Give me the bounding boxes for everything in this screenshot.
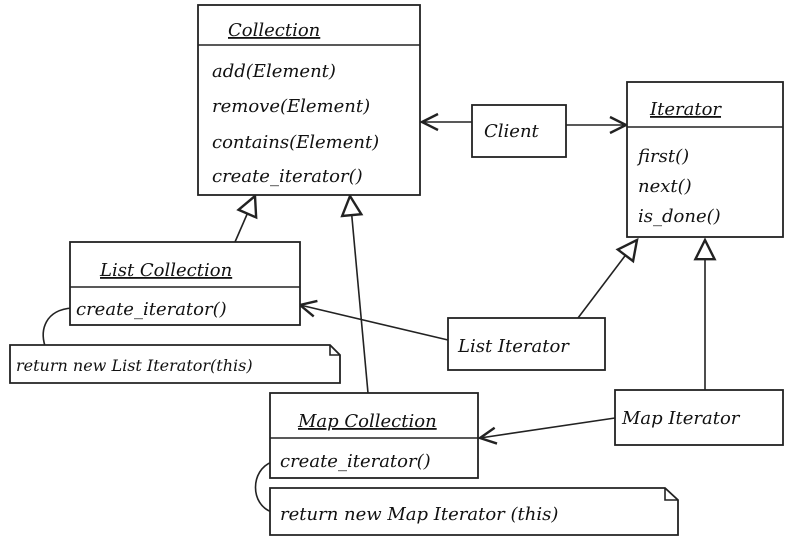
- map-note-connector: [254, 461, 273, 513]
- class-name: Map Iterator: [621, 408, 741, 429]
- note-text: return new List Iterator(this): [16, 356, 253, 375]
- class-list-collection[interactable]: List Collection create_iterator(): [69, 241, 301, 326]
- listiterator-inherits-iterator: [577, 237, 639, 319]
- class-collection[interactable]: Collection add(Element) remove(Element) …: [197, 4, 421, 196]
- class-name: Map Collection: [297, 411, 437, 432]
- note-text: return new Map Iterator (this): [280, 504, 558, 525]
- class-name: Client: [484, 121, 540, 142]
- method: create_iterator(): [212, 166, 363, 187]
- method: first(): [636, 146, 689, 167]
- method: next(): [638, 176, 692, 197]
- note-map-collection: return new Map Iterator (this): [269, 487, 679, 536]
- method: contains(Element): [212, 132, 379, 153]
- class-client[interactable]: Client: [471, 104, 567, 158]
- class-name: List Iterator: [457, 336, 570, 357]
- note-list-collection: return new List Iterator(this): [9, 344, 341, 384]
- class-list-iterator[interactable]: List Iterator: [447, 317, 606, 371]
- class-name: Collection: [228, 20, 320, 41]
- class-map-collection[interactable]: Map Collection create_iterator(): [269, 392, 479, 479]
- method: create_iterator(): [280, 451, 431, 472]
- mapcollection-inherits-collection: [340, 193, 369, 394]
- list-note-connector: [42, 307, 73, 347]
- class-iterator[interactable]: Iterator first() next() is_done(): [626, 81, 784, 238]
- mapiterator-to-mapcollection-arrow: [480, 417, 616, 438]
- method: remove(Element): [212, 96, 370, 117]
- listcollection-inherits-collection: [234, 193, 258, 243]
- method: add(Element): [212, 61, 336, 82]
- method: is_done(): [638, 206, 721, 227]
- class-name: List Collection: [99, 260, 232, 281]
- class-map-iterator[interactable]: Map Iterator: [614, 389, 784, 446]
- method: create_iterator(): [76, 299, 227, 320]
- class-name: Iterator: [649, 99, 722, 120]
- listiterator-to-listcollection-arrow: [300, 305, 449, 341]
